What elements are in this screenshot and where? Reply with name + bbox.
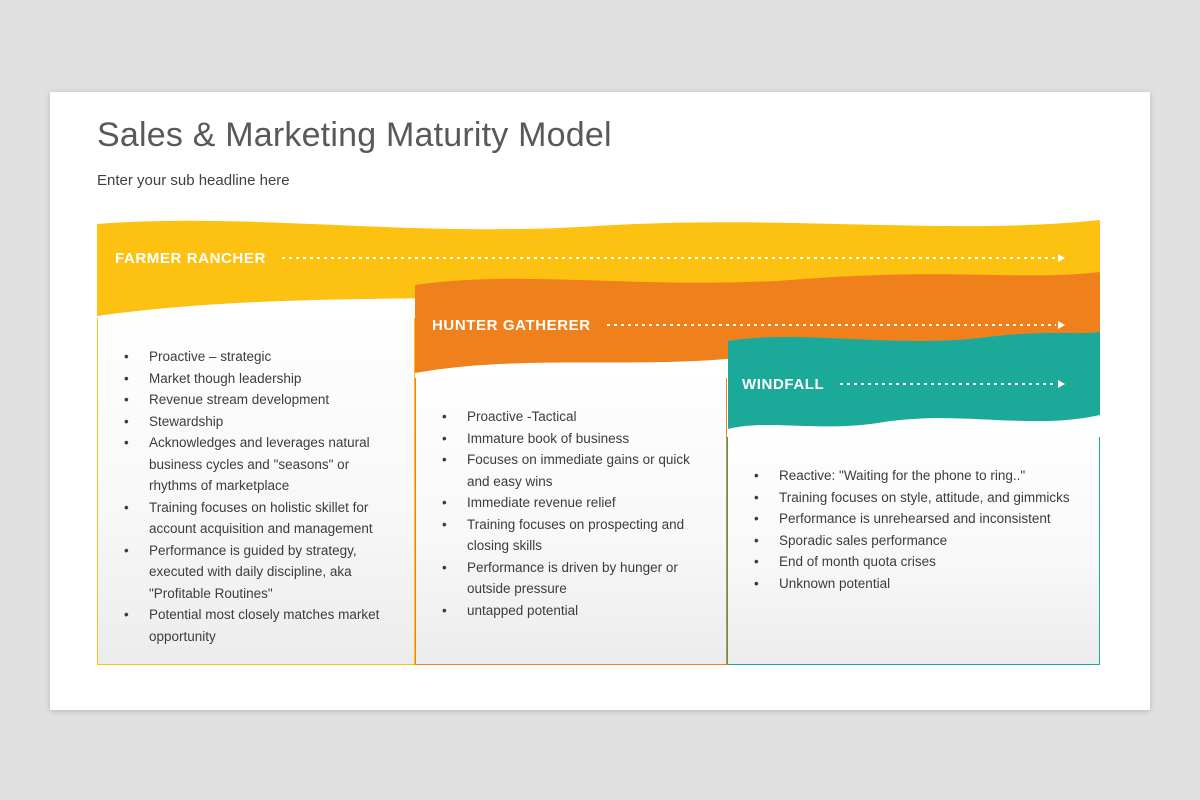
bullet-item: Training focuses on holistic skillet for…: [122, 497, 400, 540]
bullet-item: Potential most closely matches market op…: [122, 604, 400, 647]
farmer-rancher-label: FARMER RANCHER: [115, 249, 266, 267]
bullet-item: Training focuses on style, attitude, and…: [752, 487, 1085, 509]
arrow-head-icon: [1058, 380, 1065, 388]
dashed-arrow-line: [606, 324, 1056, 326]
bullet-item: untapped potential: [440, 600, 712, 622]
farmer-rancher-column: Proactive – strategicMarket though leade…: [97, 318, 415, 665]
bullet-item: Training focuses on prospecting and clos…: [440, 514, 712, 557]
hunter-gatherer-header: HUNTER GATHERER: [432, 315, 1065, 335]
bullet-item: Immediate revenue relief: [440, 492, 712, 514]
bullet-item: Acknowledges and leverages natural busin…: [122, 432, 400, 497]
slide-title: Sales & Marketing Maturity Model: [97, 116, 612, 154]
bullet-item: Sporadic sales performance: [752, 530, 1085, 552]
dashed-arrow-line: [281, 257, 1056, 259]
bullet-item: Proactive -Tactical: [440, 406, 712, 428]
arrow-head-icon: [1058, 254, 1065, 262]
farmer-rancher-ribbon: [97, 220, 1100, 316]
windfall-bullet-list: Reactive: "Waiting for the phone to ring…: [728, 437, 1099, 594]
bullet-item: Performance is driven by hunger or outsi…: [440, 557, 712, 600]
windfall-column: Reactive: "Waiting for the phone to ring…: [727, 437, 1100, 665]
hunter-gatherer-bullet-list: Proactive -TacticalImmature book of busi…: [416, 378, 726, 621]
bullet-item: Performance is unrehearsed and inconsist…: [752, 508, 1085, 530]
dashed-arrow-line: [840, 383, 1056, 385]
bullet-item: End of month quota crises: [752, 551, 1085, 573]
slide: Sales & Marketing Maturity Model Enter y…: [50, 92, 1150, 710]
bullet-item: Performance is guided by strategy, execu…: [122, 540, 400, 605]
bullet-item: Revenue stream development: [122, 389, 400, 411]
farmer-rancher-header: FARMER RANCHER: [115, 248, 1065, 268]
bullet-item: Stewardship: [122, 411, 400, 433]
slide-subtitle: Enter your sub headline here: [97, 172, 290, 189]
bullet-item: Unknown potential: [752, 573, 1085, 595]
windfall-label: WINDFALL: [742, 375, 825, 393]
bullet-item: Immature book of business: [440, 428, 712, 450]
arrow-head-icon: [1058, 321, 1065, 329]
bullet-item: Proactive – strategic: [122, 346, 400, 368]
windfall-header: WINDFALL: [742, 374, 1065, 394]
bullet-item: Market though leadership: [122, 368, 400, 390]
bullet-item: Reactive: "Waiting for the phone to ring…: [752, 465, 1085, 487]
hunter-gatherer-column: Proactive -TacticalImmature book of busi…: [415, 378, 727, 665]
bullet-item: Focuses on immediate gains or quick and …: [440, 449, 712, 492]
hunter-gatherer-label: HUNTER GATHERER: [432, 316, 591, 334]
windfall-ribbon: [728, 332, 1100, 429]
farmer-rancher-bullet-list: Proactive – strategicMarket though leade…: [98, 318, 414, 647]
